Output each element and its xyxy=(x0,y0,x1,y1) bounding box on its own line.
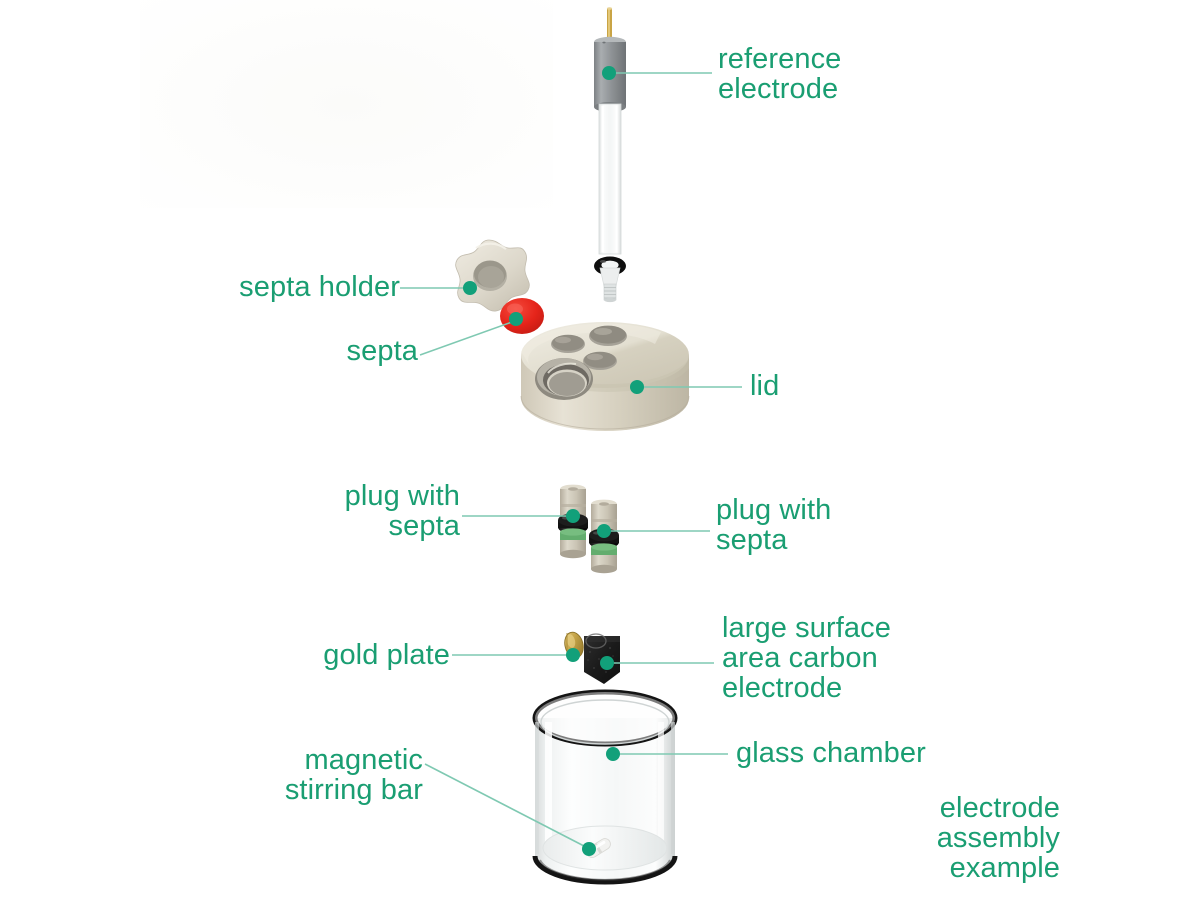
leader-stirring-bar xyxy=(424,763,585,847)
dot-lid xyxy=(630,380,644,394)
label-reference-electrode: reference electrode xyxy=(718,43,842,106)
label-lid: lid xyxy=(750,370,780,402)
label-gold-plate: gold plate xyxy=(323,639,450,671)
background-panel-tint xyxy=(140,0,553,208)
lower-electrode-wires xyxy=(572,554,605,636)
glass-chamber-graphic xyxy=(532,689,678,885)
dot-plug-left xyxy=(566,509,580,523)
dot-gold-plate xyxy=(566,648,580,662)
leader-septa xyxy=(419,321,513,356)
lid-graphic xyxy=(520,322,690,431)
label-septa-holder: septa holder xyxy=(239,271,400,303)
label-plug-with-septa-right: plug with septa xyxy=(716,494,832,557)
dot-reference-electrode xyxy=(602,66,616,80)
dot-stirring-bar xyxy=(582,842,596,856)
callout-leader-lines xyxy=(400,72,742,847)
reference-electrode-graphic xyxy=(594,7,626,303)
figure-caption: electrode assembly example xyxy=(936,792,1060,885)
dot-glass-chamber xyxy=(606,747,620,761)
dot-carbon-electrode xyxy=(600,656,614,670)
label-glass-chamber: glass chamber xyxy=(736,737,926,769)
callout-dots xyxy=(463,66,644,856)
dot-septa-holder xyxy=(463,281,477,295)
dot-plug-right xyxy=(597,524,611,538)
electrode-wires xyxy=(572,432,605,503)
label-magnetic-stirring-bar: magnetic stirring bar xyxy=(284,744,423,807)
label-septa: septa xyxy=(346,335,418,367)
label-plug-with-septa-left: plug with septa xyxy=(344,480,460,543)
dot-septa xyxy=(509,312,523,326)
label-carbon-electrode: large surface area carbon electrode xyxy=(722,612,891,705)
